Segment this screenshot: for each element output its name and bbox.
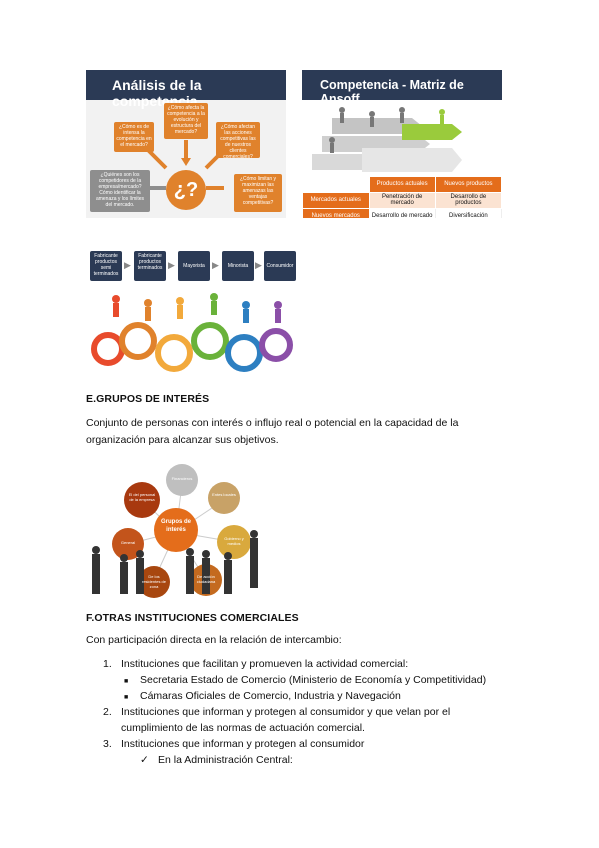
table-cell: Nuevos productos bbox=[434, 176, 502, 193]
table-cell bbox=[303, 177, 370, 193]
list-text: Cámaras Oficiales de Comercio, Industria… bbox=[140, 690, 401, 702]
arrow-right-icon: ▶ bbox=[168, 260, 175, 270]
list-subitem-check: ✓ En la Administración Central: bbox=[140, 753, 510, 767]
list-item-continuation: cumplimiento de las normas de actuación … bbox=[121, 722, 365, 734]
list-number: 3. bbox=[103, 738, 112, 750]
arrow-right-icon: ▶ bbox=[255, 260, 262, 270]
question-right: ¿Cómo afectan las acciones competitivas … bbox=[216, 122, 260, 160]
stakeholders-center-label: Grupos de interés bbox=[160, 519, 191, 533]
list-text: Secretaria Estado de Comercio (Ministeri… bbox=[140, 674, 487, 686]
chain-step: Fabricante productos semi terminados bbox=[90, 251, 122, 281]
node-center bbox=[154, 508, 198, 552]
stakeholder-node-label: Financieros bbox=[171, 476, 193, 481]
list-subitem: ■ Secretaria Estado de Comercio (Minister… bbox=[124, 673, 519, 689]
ansoff-table: Productos actuales Nuevos productos Merc… bbox=[302, 176, 502, 218]
table-row: Nuevos mercados Desarrollo de mercado Di… bbox=[302, 207, 502, 218]
node-personal bbox=[124, 482, 160, 518]
stakeholder-node-label: El del personal de la empresa bbox=[128, 492, 156, 502]
stakeholder-node-label: De los residentes de zona bbox=[141, 574, 166, 589]
list-text: Instituciones que facilitan y promueven … bbox=[121, 658, 409, 670]
section-f-intro: Con participación directa en la relación… bbox=[86, 634, 342, 646]
section-heading-e: E.GRUPOS DE INTERÉS bbox=[86, 393, 210, 405]
list-number: 1. bbox=[103, 658, 112, 670]
table-cell: Productos actuales bbox=[368, 176, 436, 193]
question-top: ¿Cómo afecta la competencia a la evoluci… bbox=[164, 103, 208, 139]
list-item: 1. Instituciones que facilitan y promueve… bbox=[103, 657, 513, 671]
slide-cadena-distribucion: Fabricante productos semi terminados Fab… bbox=[86, 229, 298, 382]
stakeholder-node-label: Entes locales bbox=[212, 492, 236, 497]
list-subitem: ■ Cámaras Oficiales de Comercio, Industri… bbox=[124, 689, 519, 705]
checkmark-icon: ✓ bbox=[140, 754, 149, 766]
node-financieros bbox=[166, 464, 198, 496]
list-number: 2. bbox=[103, 706, 112, 718]
runners-graphic bbox=[312, 107, 462, 172]
chain-step: Mayorista bbox=[178, 251, 210, 281]
stakeholder-node-label: General bbox=[120, 540, 136, 545]
section-heading-f: F.OTRAS INSTITUCIONES COMERCIALES bbox=[86, 612, 299, 624]
question-left: ¿Cómo es de intensa la competencia en el… bbox=[114, 122, 154, 152]
slide-title: Competencia - Matriz de Ansoff bbox=[320, 78, 464, 106]
table-cell: Desarrollo de productos bbox=[434, 191, 502, 209]
question-circle: ¿? bbox=[166, 170, 206, 210]
table-cell: Desarrollo de mercado bbox=[368, 207, 436, 218]
table-row: Mercados actuales Penetración de mercado… bbox=[302, 191, 502, 209]
question-mark: ¿? bbox=[173, 179, 199, 201]
question-bottom-left: ¿Quiénes son los competidores de la empr… bbox=[90, 170, 150, 212]
section-e-paragraph: Conjunto de personas con interés o influ… bbox=[86, 417, 459, 446]
list-text: Instituciones que informan y protegen al… bbox=[121, 706, 451, 718]
node-residentes bbox=[138, 566, 170, 598]
table-cell: Nuevos mercados bbox=[302, 207, 370, 218]
arrow-right-icon: ▶ bbox=[124, 260, 131, 270]
node-gobierno bbox=[217, 525, 251, 559]
chain-step: Fabricante productos terminados bbox=[134, 251, 166, 281]
list-text: Instituciones que informan y protegen al… bbox=[121, 738, 365, 750]
list-item: 2. Instituciones que informan y protegen … bbox=[103, 705, 513, 719]
arrow-right-icon: ▶ bbox=[212, 260, 219, 270]
slide-title-bar: Competencia - Matriz de Ansoff bbox=[302, 70, 502, 106]
stakeholder-node-label: Gobierno y medios bbox=[224, 536, 244, 546]
node-entes-locales bbox=[208, 482, 240, 514]
list-text: En la Administración Central: bbox=[158, 754, 293, 766]
bullet-square-icon: ■ bbox=[124, 678, 129, 685]
table-cell: Mercados actuales bbox=[302, 191, 370, 209]
question-bottom-right: ¿Cómo limitan y maximizan las amenazas l… bbox=[234, 174, 282, 212]
slide-title-bar: Análisis de la competencia bbox=[86, 70, 286, 109]
list-item: 3. Instituciones que informan y protegen … bbox=[103, 737, 513, 751]
stakeholder-node-label: De acción ciudadana bbox=[196, 574, 216, 584]
stakeholders-graphic bbox=[92, 464, 258, 598]
table-cell: Diversificación bbox=[434, 207, 502, 218]
chain-step: Consumidor bbox=[264, 251, 296, 281]
chain-step: Minorista bbox=[222, 251, 254, 281]
node-general bbox=[112, 528, 144, 560]
bullet-square-icon: ■ bbox=[124, 694, 129, 701]
grupos-interes-diagram: Grupos de interés Financieros Entes loca… bbox=[86, 458, 272, 604]
chain-row: Fabricante productos semi terminados Fab… bbox=[86, 251, 298, 281]
slide-analisis-competencia: Análisis de la competencia ¿Cómo afecta … bbox=[86, 70, 286, 218]
table-header-row: Productos actuales Nuevos productos bbox=[303, 176, 502, 193]
table-cell: Penetración de mercado bbox=[368, 191, 436, 209]
gears-graphic bbox=[91, 293, 293, 372]
slide-matriz-ansoff: Competencia - Matriz de Ansoff Productos… bbox=[302, 70, 502, 218]
